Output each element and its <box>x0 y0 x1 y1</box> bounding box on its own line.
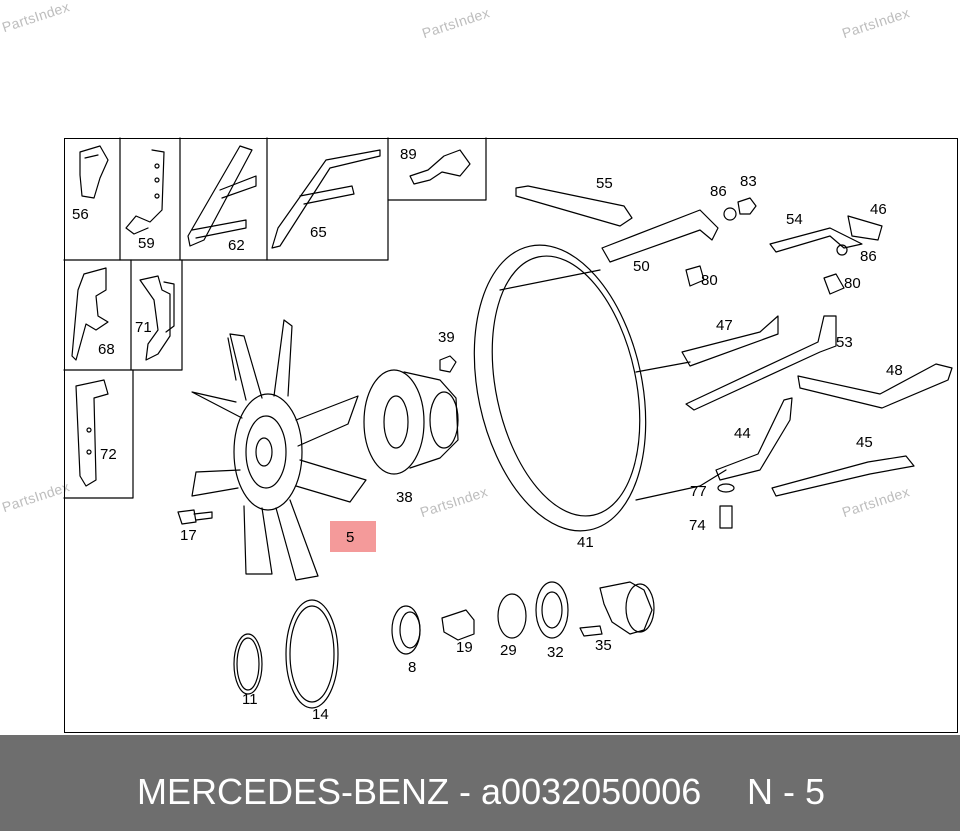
brand-part-number: MERCEDES-BENZ - a0032050006 <box>137 771 702 812</box>
part-label: 62 <box>228 237 245 254</box>
part-label: 47 <box>716 317 733 334</box>
fan-shroud <box>473 244 727 532</box>
highlighted-part-label[interactable]: 5 <box>330 521 376 552</box>
part-label: 29 <box>500 642 517 659</box>
part-label: 8 <box>408 659 417 676</box>
part-label: 53 <box>836 334 853 351</box>
part-label: 89 <box>400 146 417 163</box>
part-label: 11 <box>242 691 258 708</box>
part-label: 65 <box>310 224 327 241</box>
part-label: 50 <box>633 258 650 275</box>
fan-assembly <box>191 319 367 581</box>
part-label: 38 <box>396 489 413 506</box>
inset-boxes <box>63 137 487 499</box>
part-label: 77 <box>690 483 707 500</box>
small-parts <box>177 509 655 709</box>
part-label: 32 <box>547 644 564 661</box>
diagram-reference: N - 5 <box>747 771 826 812</box>
part-label: 86 <box>710 183 727 200</box>
part-label: 17 <box>180 527 197 544</box>
part-label: 41 <box>577 534 594 551</box>
part-label: 68 <box>98 341 115 358</box>
part-label: 46 <box>870 201 887 218</box>
part-label: 86 <box>860 248 877 265</box>
part-label: 54 <box>786 211 803 228</box>
brackets-right <box>515 185 953 529</box>
inset-brackets <box>71 145 471 487</box>
highlighted-part-number: 5 <box>346 529 355 546</box>
part-label: 35 <box>595 637 612 654</box>
part-label: 45 <box>856 434 873 451</box>
part-label: 14 <box>312 706 329 723</box>
part-label: 71 <box>135 319 152 336</box>
part-label: 19 <box>456 639 473 656</box>
fan-hub <box>363 355 459 475</box>
part-label: 80 <box>844 275 861 292</box>
part-label: 44 <box>734 425 751 442</box>
diagram-frame <box>64 138 958 733</box>
footer-bar: MERCEDES-BENZ - a0032050006 N - 5 <box>0 735 960 831</box>
part-label: 83 <box>740 173 757 190</box>
part-label: 56 <box>72 206 89 223</box>
part-label: 39 <box>438 329 455 346</box>
part-label: 59 <box>138 235 155 252</box>
part-label: 80 <box>701 272 718 289</box>
part-label: 72 <box>100 446 117 463</box>
part-label: 74 <box>689 517 706 534</box>
part-label: 48 <box>886 362 903 379</box>
part-label: 55 <box>596 175 613 192</box>
